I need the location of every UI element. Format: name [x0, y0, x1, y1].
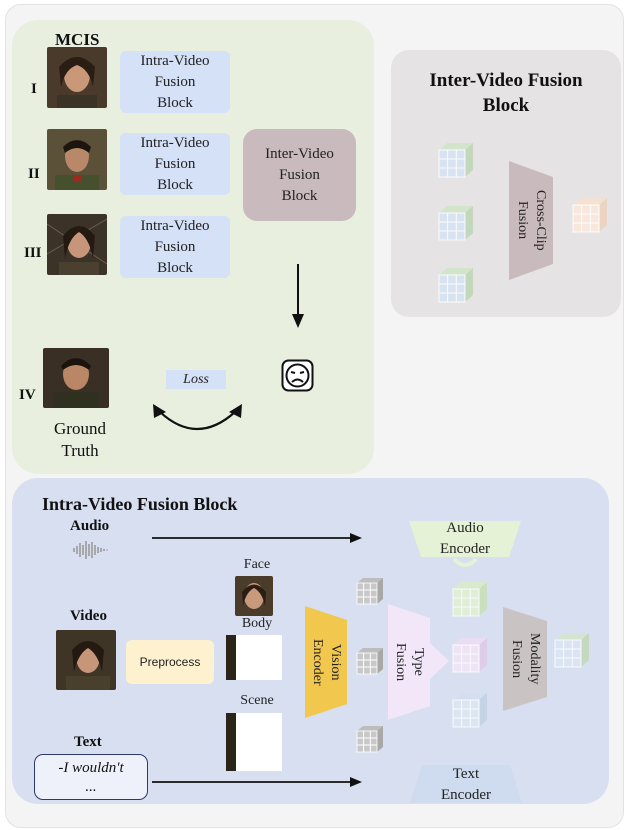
face-crop [235, 576, 273, 616]
cross-clip-fusion-shape [509, 161, 553, 280]
loss-double-arrow [153, 404, 242, 431]
audio-arrow [152, 533, 362, 543]
video-frame-1 [47, 47, 107, 108]
loss-label: Loss [166, 370, 226, 389]
video-frame-3 [47, 214, 107, 275]
text-arrow [152, 777, 362, 787]
text-label: Text [74, 734, 102, 750]
video-label: Video [70, 608, 107, 624]
gray-cube-3 [355, 724, 385, 759]
audio-feature-cube [449, 579, 489, 624]
ground-truth-label: Ground Truth [54, 419, 106, 460]
intra-video-block-2: Intra-Video Fusion Block [120, 133, 230, 195]
type-fusion-chevron [429, 642, 449, 680]
input-video-frame [56, 630, 116, 690]
gt-roman: IV [19, 387, 36, 403]
intra-video-block-1: Intra-Video Fusion Block [120, 51, 230, 113]
down-arrow [292, 264, 304, 328]
row-roman-3: III [24, 245, 42, 261]
text-encoder-shape [410, 765, 522, 803]
text-feature-cube [449, 690, 489, 735]
modality-fusion-label: Modality Fusion [509, 633, 542, 685]
gray-cube-2 [355, 646, 385, 681]
vision-encoder-shape [305, 606, 347, 718]
row-roman-2: II [28, 166, 40, 182]
feature-cube-2 [435, 203, 475, 248]
feature-cube-1 [435, 140, 475, 185]
inter-panel-title: Inter-Video Fusion Block [429, 70, 583, 116]
body-crop [226, 635, 282, 680]
inter-video-fusion-block: Inter-Video Fusion Block [243, 129, 356, 221]
audio-encoder-label: Audio Encoder [440, 520, 490, 557]
cross-clip-fusion-label: Cross-Clip Fusion [515, 190, 548, 251]
ground-truth-frame [43, 348, 109, 408]
type-fusion-shape [388, 604, 430, 720]
body-label: Body [241, 616, 273, 631]
preprocess-box: Preprocess [126, 640, 214, 684]
audio-waveform-icon [73, 541, 108, 559]
vision-feature-cube [449, 635, 489, 680]
scene-label: Scene [240, 693, 274, 708]
video-frame-2 [47, 129, 107, 190]
audio-label: Audio [70, 518, 110, 534]
text-encoder-label: Text Encoder [441, 766, 491, 803]
fused-cube [569, 195, 609, 240]
scene-crop [226, 713, 282, 771]
modality-fusion-shape [503, 607, 547, 711]
intra-panel-title: Intra-Video Fusion Block [42, 494, 238, 514]
gray-cube-1 [355, 576, 385, 611]
audio-encoder-neck [452, 557, 478, 567]
intra-video-block-3: Intra-Video Fusion Block [120, 216, 230, 278]
text-input-box: -I wouldn't ... [34, 754, 148, 800]
output-feature-cube [551, 630, 591, 675]
sad-face-icon [281, 359, 314, 392]
face-label: Face [243, 557, 271, 572]
inter-video-panel [391, 50, 621, 317]
mcis-title: MCIS [55, 30, 100, 49]
type-fusion-label: Type Fusion [393, 642, 426, 682]
row-roman-1: I [31, 81, 37, 97]
audio-encoder-shape [409, 521, 521, 557]
vision-encoder-label: Vision Encoder [310, 638, 343, 686]
feature-cube-3 [435, 265, 475, 310]
